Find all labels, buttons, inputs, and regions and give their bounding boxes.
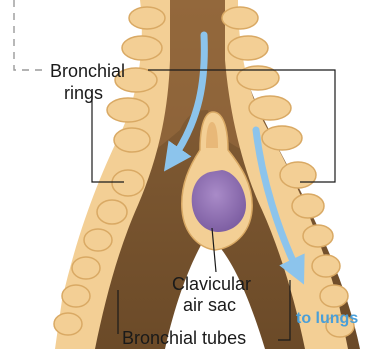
bronchial-rings-label-line2: rings xyxy=(64,83,103,103)
to-lungs-label: to lungs xyxy=(296,310,358,327)
clavicular-air-sac-label-line2: air sac xyxy=(183,295,236,315)
bronchial-rings-label-line1: Bronchial xyxy=(50,61,125,81)
clavicular-air-sac-label-line1: Clavicular xyxy=(172,274,251,294)
dashed-connector xyxy=(14,0,46,70)
bronchial-tubes-label: Bronchial tubes xyxy=(122,328,246,348)
